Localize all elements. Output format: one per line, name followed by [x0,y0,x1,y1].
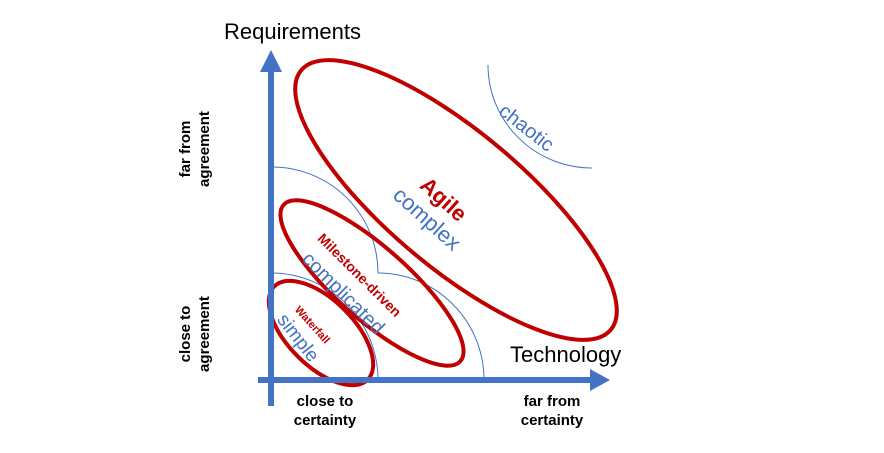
y-axis-title: Requirements [224,19,361,44]
x-axis-arrowhead [590,369,610,391]
y-axis-high-label: far from agreement [177,111,213,187]
x-axis-title: Technology [510,342,622,367]
x-axis-high-label: far from certainty [520,393,584,429]
y-axis-line [268,70,274,406]
y-axis-arrowhead [260,50,282,72]
agile-ellipse [293,58,619,342]
milestone-ellipse [278,198,466,368]
x-axis-line [258,377,592,383]
simple-boundary-arc [271,272,379,381]
complicated-boundary-arc-upper [271,166,379,274]
chaotic-boundary-arc [487,64,593,169]
y-axis-low-label: close to agreement [177,296,213,372]
complicated-boundary-arc-lower [377,272,485,381]
x-axis-low-label: close to certainty [293,393,357,429]
